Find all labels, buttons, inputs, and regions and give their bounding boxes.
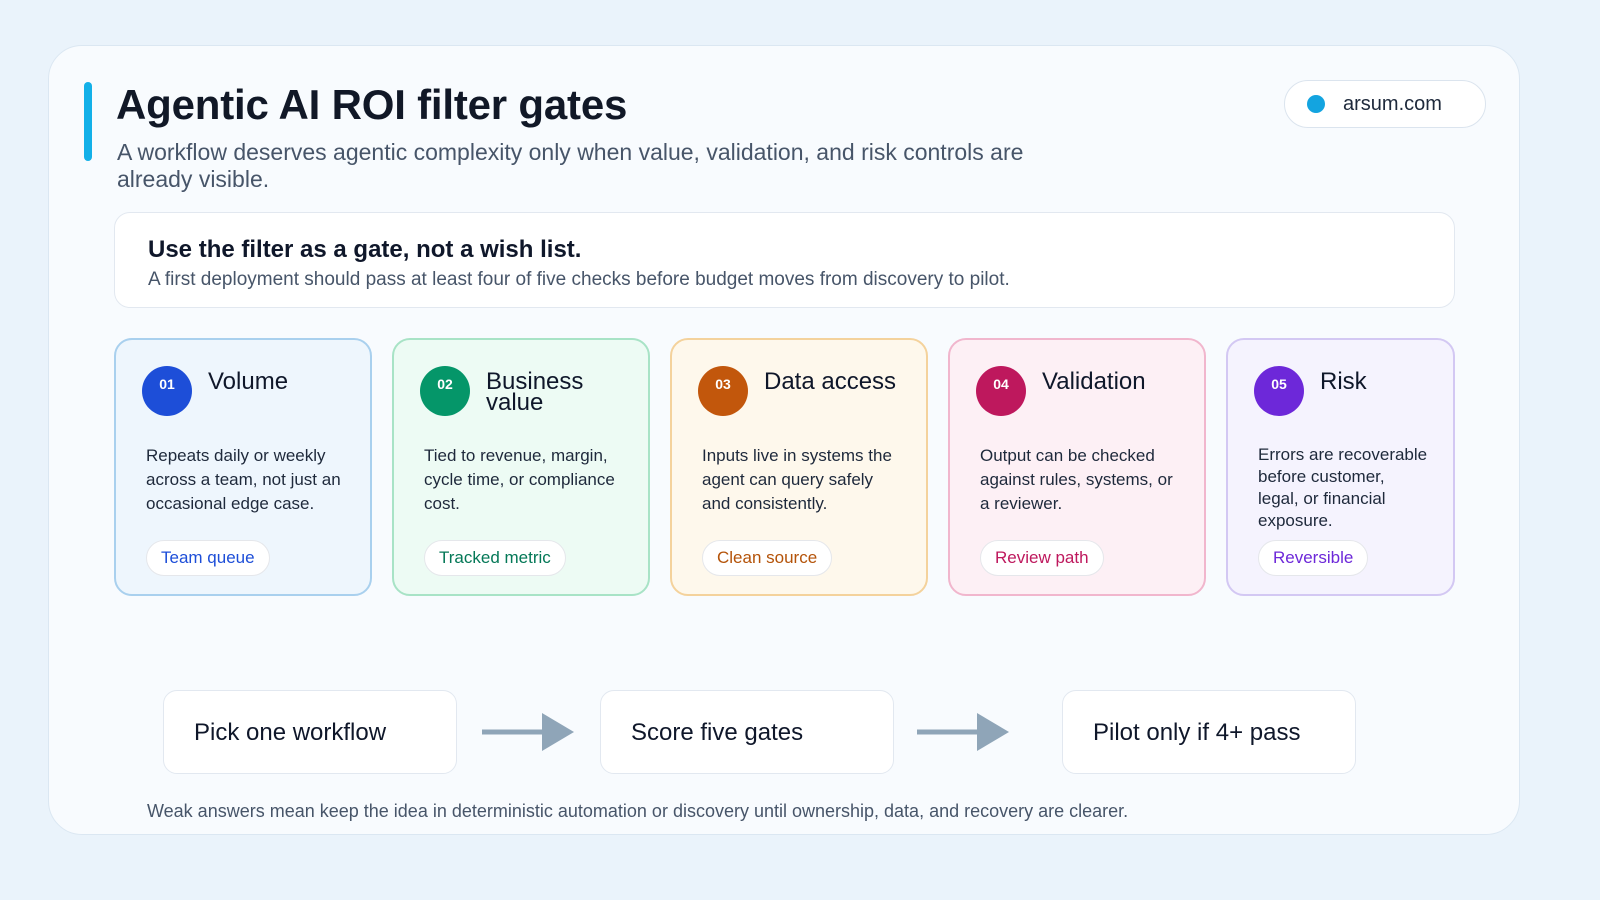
step-label: Score five gates (631, 719, 804, 746)
step-pilot: Pilot only if 4+ pass (1062, 690, 1356, 774)
gate-card-business-value: 02 Business value Tied to revenue, margi… (392, 338, 650, 596)
step-label: Pilot only if 4+ pass (1093, 719, 1301, 746)
arrow-right-icon (917, 713, 1009, 751)
step-score-gates: Score five gates (600, 690, 894, 774)
gate-description: Repeats daily or weekly across a team, n… (146, 446, 341, 513)
footer-note: Weak answers mean keep the idea in deter… (147, 801, 1129, 821)
gate-description: Inputs live in systems the agent can que… (702, 446, 892, 513)
gate-card-data-access: 03 Data access Inputs live in systems th… (670, 338, 928, 596)
page-title: Agentic AI ROI filter gates (116, 81, 628, 128)
gate-card-risk: 05 Risk Errors are recoverable before cu… (1226, 338, 1455, 596)
gate-number-badge: 01 (142, 366, 192, 416)
site-badge[interactable]: arsum.com (1284, 80, 1486, 128)
note-text: A first deployment should pass at least … (148, 269, 1010, 290)
gate-description: Tied to revenue, margin, cycle time, or … (424, 446, 615, 513)
gate-title: Validation (1042, 368, 1146, 395)
gate-title: Risk (1320, 368, 1367, 395)
gate-card-volume: 01 Volume Repeats daily or weekly across… (114, 338, 372, 596)
gate-tag: Clean source (702, 540, 833, 576)
gate-number-badge: 04 (976, 366, 1026, 416)
gate-tag: Team queue (146, 540, 270, 576)
gate-number-badge: 03 (698, 366, 748, 416)
site-dot-icon (1307, 95, 1325, 113)
site-label: arsum.com (1343, 92, 1442, 115)
title-accent-bar (84, 82, 92, 161)
gate-card-validation: 04 Validation Output can be checked agai… (948, 338, 1206, 596)
gate-tag: Review path (980, 540, 1104, 576)
gate-title: Business value (486, 368, 584, 416)
gate-description: Errors are recoverable before customer, … (1258, 445, 1428, 530)
gate-title: Volume (208, 368, 289, 395)
gate-title: Data access (764, 368, 897, 395)
page-subtitle: A workflow deserves agentic complexity o… (117, 139, 1024, 192)
gate-rule-note: Use the filter as a gate, not a wish lis… (114, 212, 1455, 308)
gate-tag: Tracked metric (424, 540, 566, 576)
gate-number-badge: 02 (420, 366, 470, 416)
gate-number-badge: 05 (1254, 366, 1304, 416)
gate-description: Output can be checked against rules, sys… (980, 446, 1173, 513)
step-pick-workflow: Pick one workflow (163, 690, 457, 774)
note-title: Use the filter as a gate, not a wish lis… (148, 236, 582, 263)
step-label: Pick one workflow (194, 719, 387, 746)
arrow-right-icon (482, 713, 574, 751)
gate-tag: Reversible (1258, 540, 1369, 576)
